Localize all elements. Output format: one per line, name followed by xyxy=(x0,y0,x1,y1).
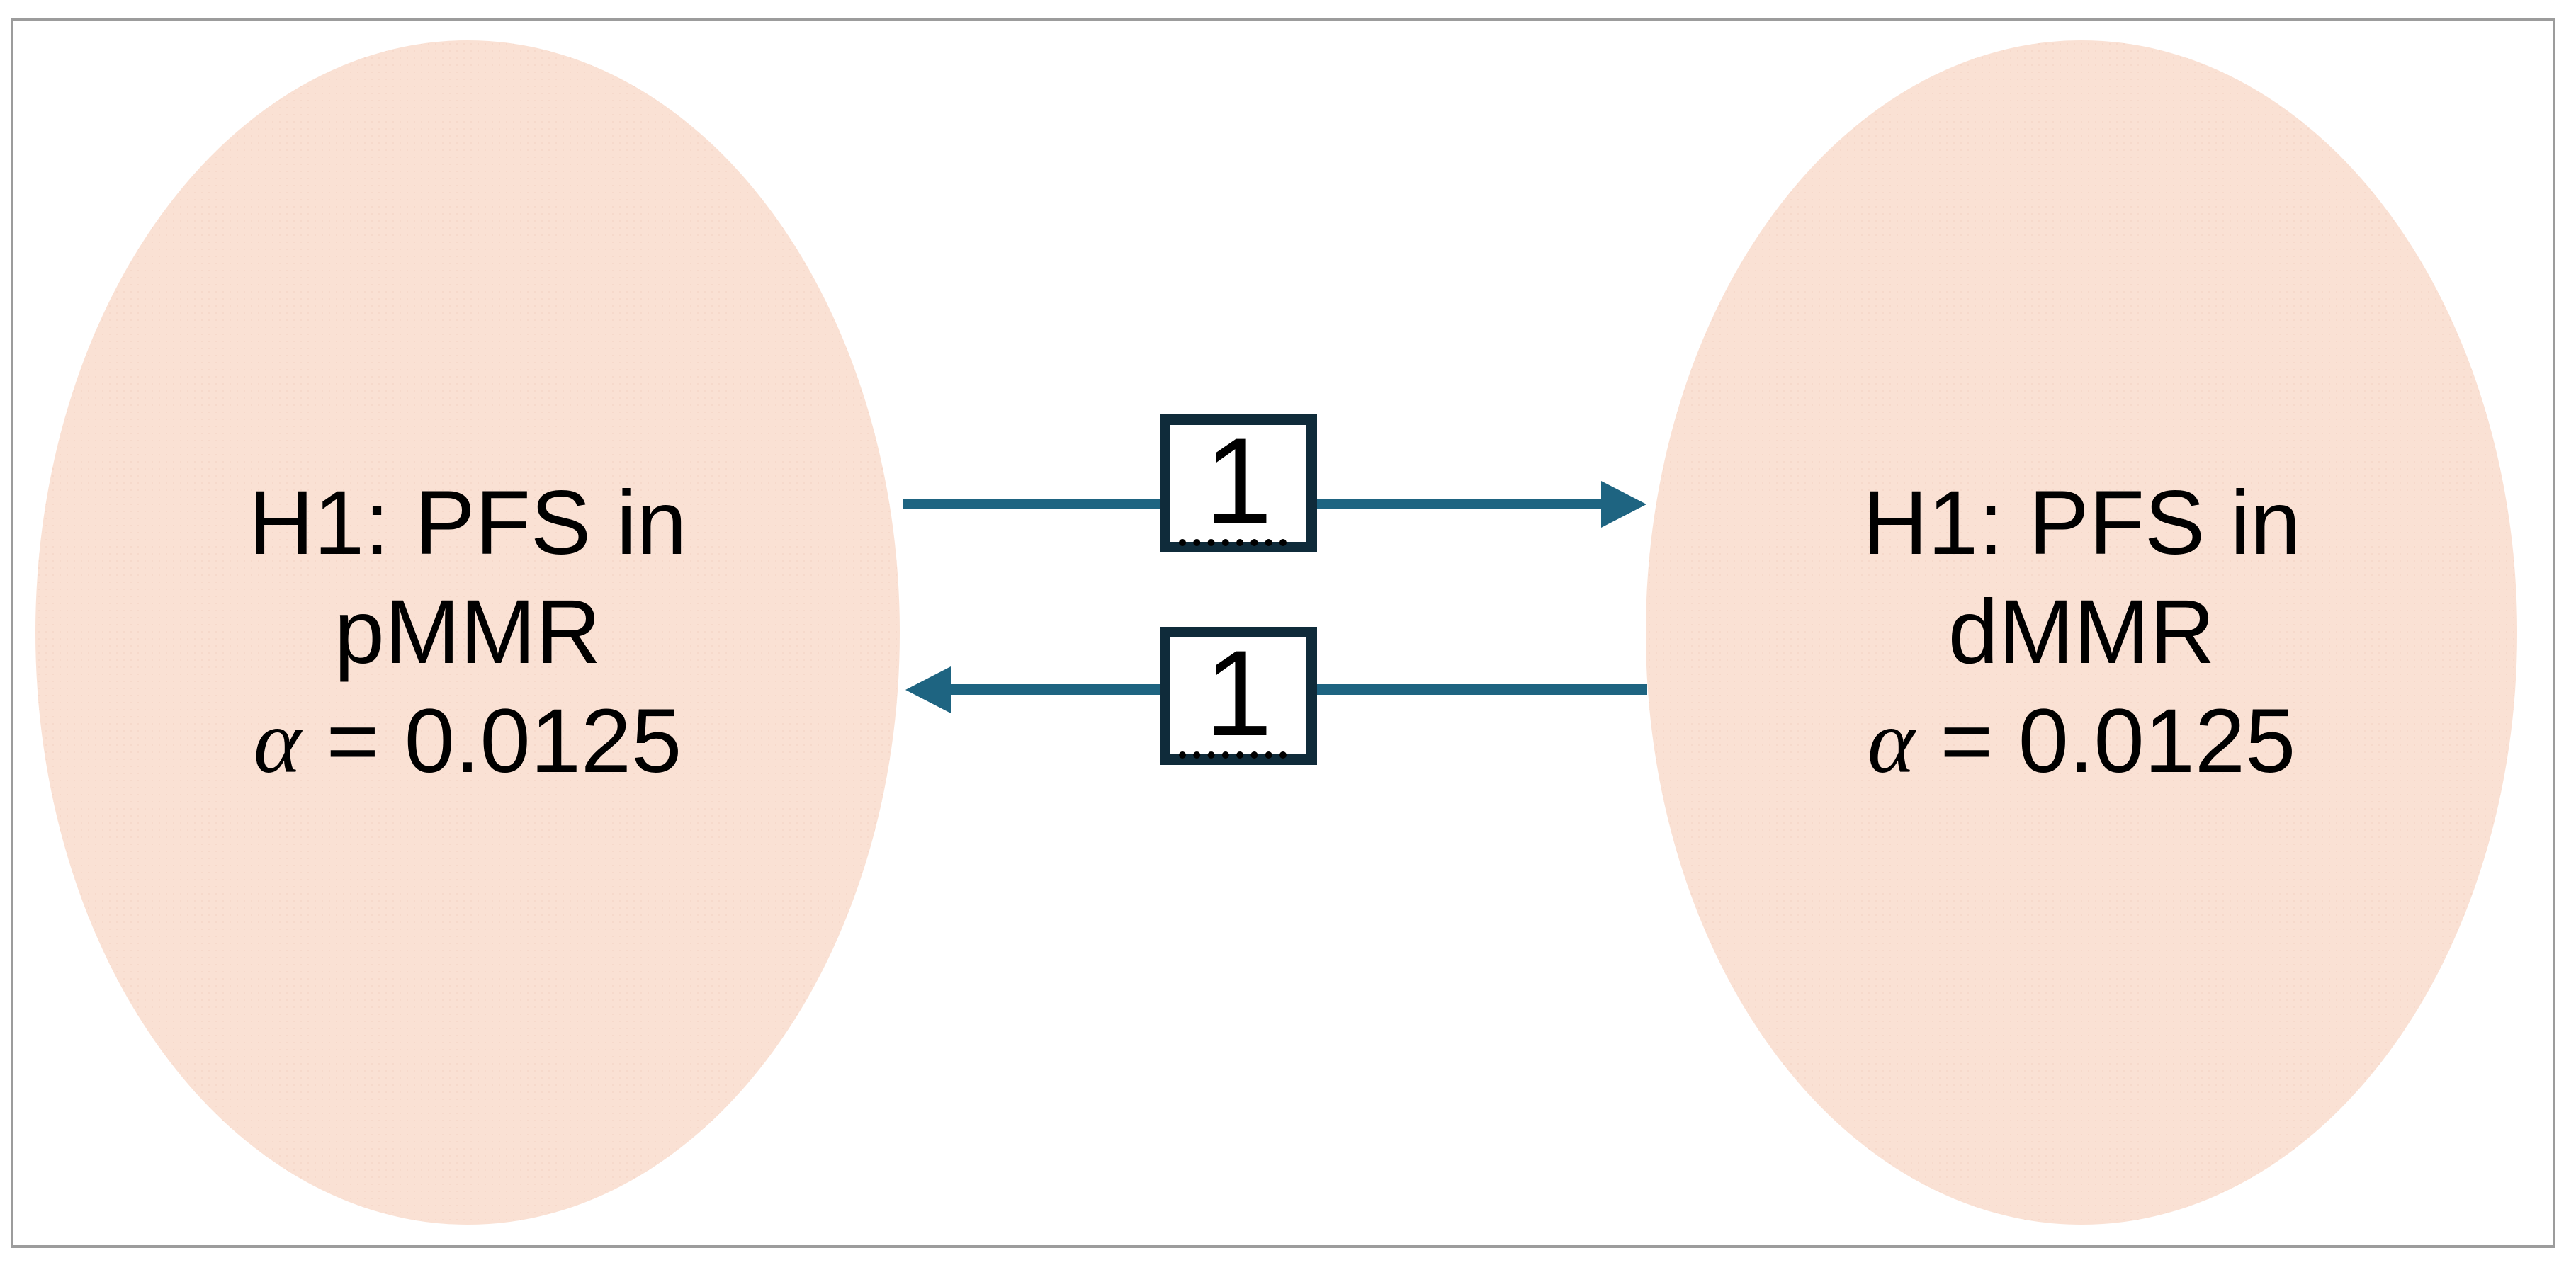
node-label-line2: dMMR xyxy=(1948,582,2215,683)
node-label-line2: pMMR xyxy=(334,582,601,683)
alpha-symbol: α xyxy=(1867,691,1915,792)
alpha-symbol: α xyxy=(253,691,301,792)
alpha-value: = 0.0125 xyxy=(300,691,682,792)
arrowhead-right-icon xyxy=(1601,481,1646,528)
node-label-line1: H1: PFS in xyxy=(1862,472,2301,574)
node-ellipse-pmmr: H1: PFS in pMMR α = 0.0125 xyxy=(35,40,900,1225)
alpha-value: = 0.0125 xyxy=(1914,691,2296,792)
node-label-line1: H1: PFS in xyxy=(248,472,687,574)
dotted-line-artifact xyxy=(1179,539,1287,546)
node-ellipse-dmmr: H1: PFS in dMMR α = 0.0125 xyxy=(1646,40,2517,1225)
edge-weight-box-backward: 1 xyxy=(1160,627,1317,765)
edge-weight-value: 1 xyxy=(1204,625,1272,761)
edge-weight-box-forward: 1 xyxy=(1160,414,1317,552)
dotted-line-artifact xyxy=(1179,751,1287,759)
node-label-alpha: α = 0.0125 xyxy=(1868,687,2296,796)
node-label-alpha: α = 0.0125 xyxy=(254,687,682,796)
arrowhead-left-icon xyxy=(905,666,951,713)
edge-weight-value: 1 xyxy=(1204,412,1272,549)
